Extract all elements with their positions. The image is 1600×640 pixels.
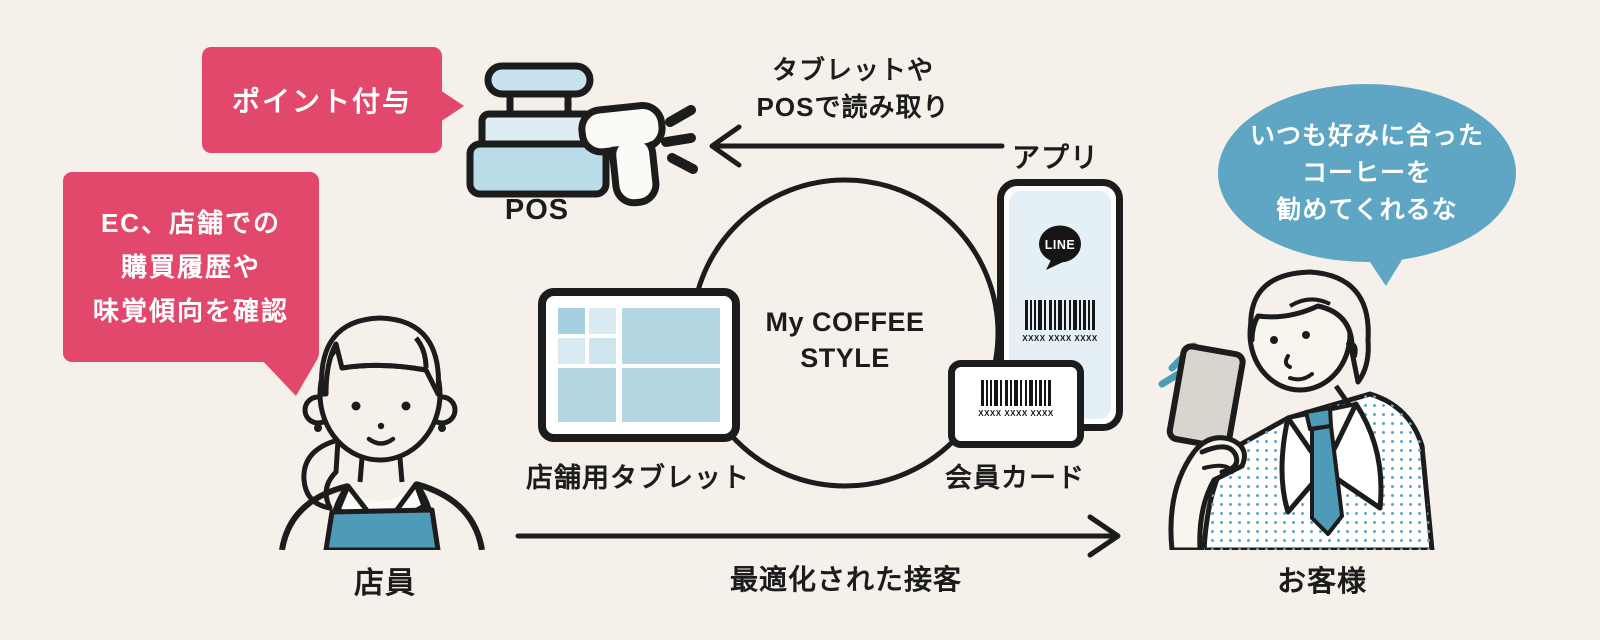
- card-label: 会員カード: [945, 463, 1085, 493]
- tie: [1304, 406, 1344, 536]
- customer-illustration: [1158, 269, 1435, 550]
- tablet-tile: [622, 368, 720, 422]
- customer-label: お客様: [1276, 566, 1367, 598]
- tablet-label: 店舗用タブレット: [526, 463, 750, 493]
- ec-note-line: EC、店舗での: [100, 208, 282, 238]
- customer-bubble-line: いつも好みに合った: [1249, 121, 1484, 150]
- ec-note-line: 味覚傾向を確認: [92, 296, 289, 326]
- tablet-tile: [558, 368, 616, 422]
- program-name-line1: My COFFEE: [765, 307, 925, 337]
- points-label: ポイント付与: [231, 86, 412, 117]
- ec-note-line: 購買履歴や: [120, 252, 261, 282]
- customer-bubble-line: 勧めてくれるな: [1276, 195, 1458, 224]
- tablet-tile: [558, 338, 585, 364]
- pos-register-icon: [466, 62, 698, 207]
- membership-card: XXXX XXXX XXXX: [948, 360, 1084, 448]
- scan-signal-icon: [661, 105, 698, 174]
- tablet-tile: [589, 308, 616, 334]
- program-name: My COFFEE STYLE: [745, 304, 945, 376]
- program-name-line2: STYLE: [800, 343, 890, 373]
- flow-label: 最適化された接客: [729, 564, 962, 595]
- ec-note-bubble: EC、店舗での 購買履歴や 味覚傾向を確認: [63, 172, 319, 362]
- customer-speech-bubble: いつも好みに合った コーヒーを 勧めてくれるな: [1218, 84, 1516, 262]
- staff-label: 店員: [354, 567, 416, 600]
- pos-label: POS: [504, 194, 570, 226]
- barcode-number: XXXX XXXX XXXX: [1022, 334, 1098, 343]
- scan-note: タブレットや POSで読み取り: [723, 52, 983, 126]
- points-speech-bubble: ポイント付与: [202, 47, 442, 153]
- barcode-icon: [981, 380, 1051, 406]
- scan-note-line1: タブレットや: [771, 55, 934, 85]
- tablet-tile: [558, 308, 585, 334]
- staff-illustration: [279, 315, 485, 550]
- points-bubble-tail: [440, 90, 464, 122]
- arrow-left-icon: [709, 124, 1005, 168]
- customer-phone-icon: [1166, 343, 1246, 450]
- arrow-right-icon: [515, 514, 1121, 558]
- app-label: アプリ: [1012, 142, 1100, 173]
- tablet-tile: [622, 308, 720, 364]
- tablet-icon: [538, 288, 740, 442]
- barcode-scanner-icon: [578, 102, 666, 207]
- barcode-number: XXXX XXXX XXXX: [978, 409, 1054, 418]
- scan-note-line2: POSで読み取り: [756, 92, 950, 122]
- barcode-icon: [1025, 300, 1095, 330]
- customer-bubble-line: コーヒーを: [1301, 158, 1432, 187]
- tablet-tile: [589, 338, 616, 364]
- line-app-icon: LINE: [1039, 225, 1081, 270]
- line-app-text: LINE: [1045, 238, 1075, 252]
